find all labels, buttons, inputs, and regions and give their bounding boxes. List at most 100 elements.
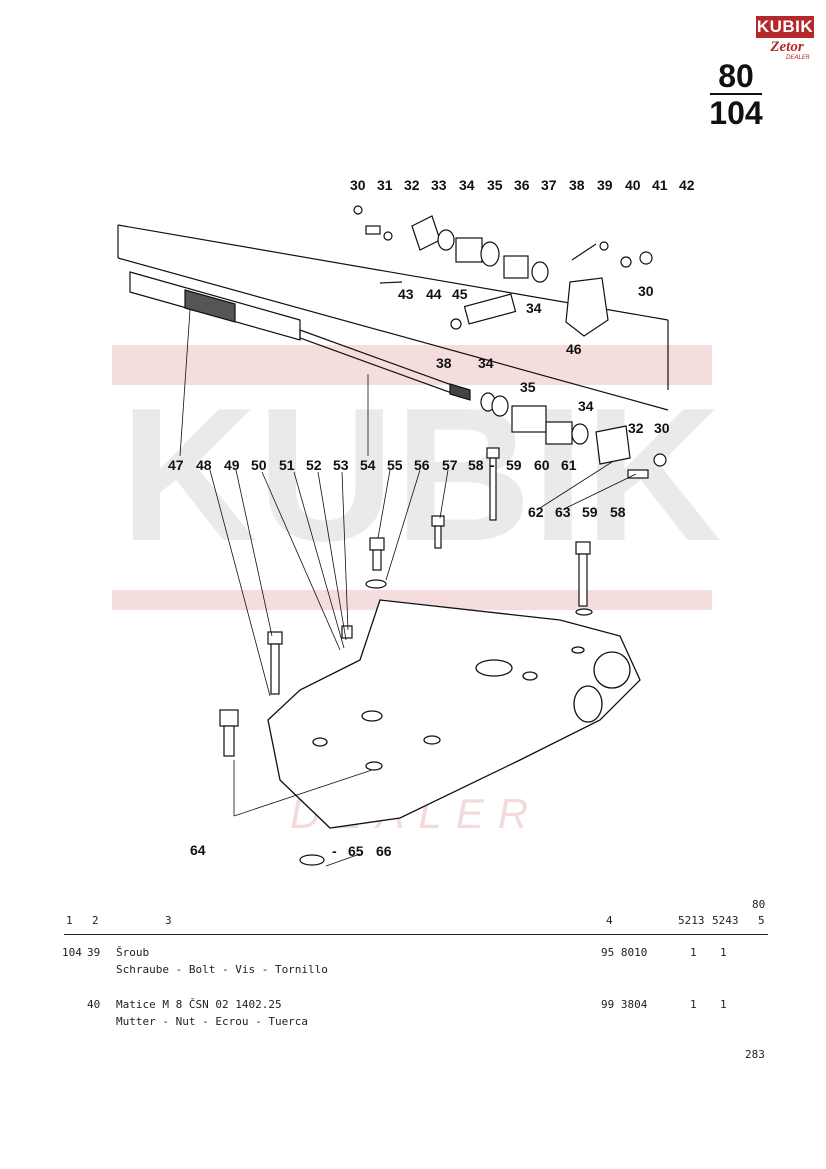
watermark-text: KUBIK [120,369,722,581]
leader-51 [293,471,345,649]
callout-36: 36 [514,177,530,193]
row-part-number: 99 3804 [601,998,648,1011]
figure-number-rule [710,93,762,95]
leader-47 [179,309,191,457]
col-header-5: 5 [758,914,765,927]
leader-62 [539,461,613,509]
part-41-seal [620,256,632,268]
figure-number-bottom: 104 [709,95,763,131]
callout-34-mid: 34 [526,300,542,316]
part-42-circlip [639,251,653,265]
part-32-washer [383,231,393,241]
row-figure: 104 [62,946,82,959]
callout-30: 30 [350,177,366,193]
leader-48 [209,469,271,697]
bolt-58-shank [489,457,497,521]
part-43-bolt [379,281,403,284]
logo-zetor-text: Zetor [770,39,804,55]
callout-31: 31 [377,177,393,193]
callout-47: 47 [168,457,184,473]
leader-lines [179,309,637,867]
callout-53: 53 [333,457,349,473]
callout-65: 65 [348,843,364,859]
housing-hole-6 [571,646,585,654]
housing-hole-2 [423,735,441,745]
row-qty-5213: 1 [690,946,697,959]
callouts-middle-row-2: 38 34 35 34 32 30 [436,355,670,436]
callout-35: 35 [487,177,503,193]
callout-35-lower: 35 [520,379,536,395]
housing-port [475,659,513,677]
shaft-end-spline [449,383,471,401]
row-part-name: Šroub [116,946,150,959]
part-63-bolt [627,469,649,479]
row-position: 40 [87,998,101,1011]
row-part-translation: Schraube - Bolt - Vis - Tornillo [116,963,328,976]
callout-56: 56 [414,457,430,473]
callout-54: 54 [360,457,376,473]
callout-66: 66 [376,843,392,859]
shaft-body [129,271,301,341]
callout-52: 52 [306,457,322,473]
leader-56 [385,469,421,581]
housing-hole-1 [361,710,383,722]
callout-30-mid: 30 [638,283,654,299]
callout-42: 42 [679,177,695,193]
callout-62: 62 [528,504,544,520]
callout-37: 37 [541,177,557,193]
table-header-rule [64,934,768,935]
col-header-5243: 5243 [712,914,739,927]
part-46-arm [565,277,609,337]
row-part-translation: Mutter - Nut - Ecrou - Tuerca [116,1015,309,1028]
part-35-bushing [455,237,483,263]
callout-30-right: 30 [654,420,670,436]
part-33-flange [411,215,441,251]
part-30-washer [353,205,363,215]
callout-57: 57 [442,457,458,473]
row-part-name: Matice M 8 ČSN 02 1402.25 [116,998,282,1011]
callout-dash: - [490,457,495,473]
callout-48: 48 [196,457,212,473]
callouts-bottom-row: 64 - 65 66 [190,842,392,859]
exploded-parts-diagram: KUBIK DEALER [112,177,722,867]
part-34-ring [437,229,455,251]
part-38-ring [531,261,549,283]
part-35b-bushing [511,405,547,433]
model-label: 80 [752,898,766,911]
leader-52 [317,471,347,641]
housing-hole-4 [312,737,328,747]
callout-39: 39 [597,177,613,193]
callout-46: 46 [566,341,582,357]
callout-55: 55 [387,457,403,473]
bolt-57-shank [434,525,442,549]
middle-parts [480,392,667,479]
callout-32: 32 [404,177,420,193]
row-position: 39 [87,946,101,959]
callout-41: 41 [652,177,668,193]
callout-34-lower: 34 [478,355,494,371]
callout-34-right: 34 [578,398,594,414]
row-qty-5213: 1 [690,998,697,1011]
housing-bore-top [593,651,631,689]
part-34b-ring [491,395,509,417]
housing-hole-5 [522,671,538,681]
bolt-55-head [369,537,385,551]
callout-32-right: 32 [628,420,644,436]
callout-34: 34 [459,177,475,193]
bolt-59-shank [578,553,588,607]
part-37-bushing [503,255,529,279]
logo-dealer-text: DEALER [786,54,810,61]
part-44-washer [450,318,462,330]
callout-61: 61 [561,457,577,473]
callouts-right-row: 62 63 59 58 [528,504,626,520]
callouts-top-row: 30 31 32 33 34 35 36 37 38 39 40 41 42 [350,177,695,193]
watermark-band-bottom [112,590,712,610]
callout-45: 45 [452,286,468,302]
housing-hole-3 [365,761,383,771]
bolt-55-shank [372,549,382,571]
callout-50: 50 [251,457,267,473]
part-36-lever [480,241,500,267]
washer-56 [365,579,387,589]
callouts-main-row: 47 48 49 50 51 52 53 54 55 56 57 58 - 59… [168,457,577,473]
leader-64b [233,769,373,817]
